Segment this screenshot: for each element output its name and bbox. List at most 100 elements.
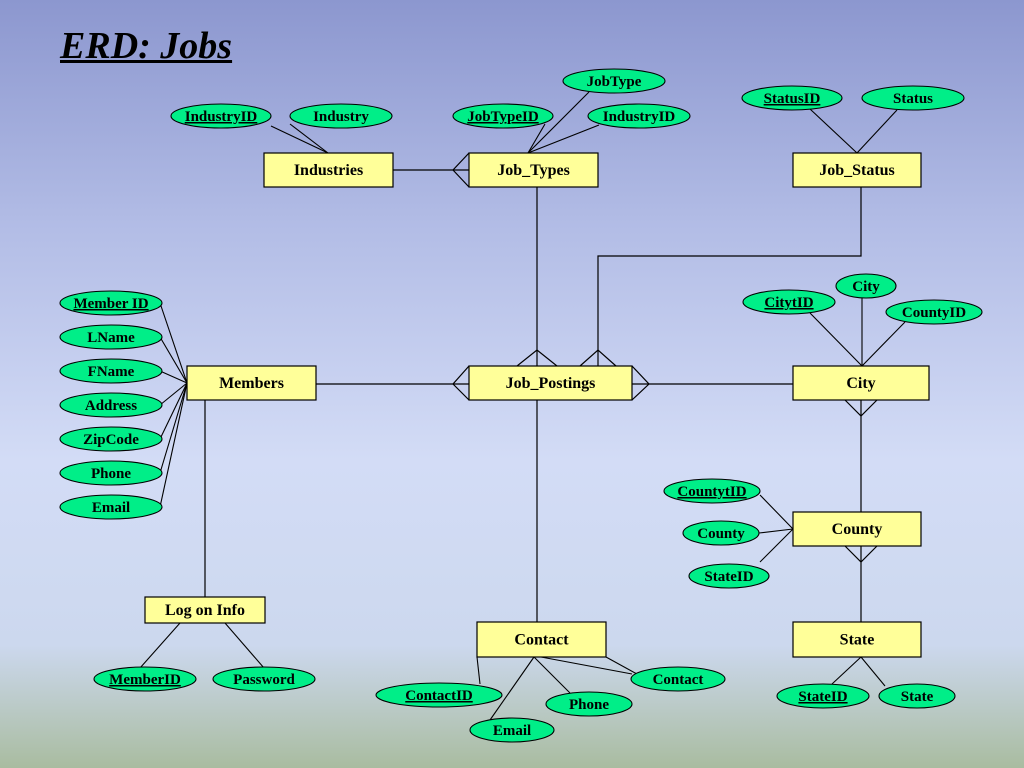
attribute-connector [527,91,590,154]
attribute-log-on-info-memberid: MemberID [93,666,197,692]
entity-label: Contact [514,632,569,649]
attribute-job-status-statusid: StatusID [741,85,843,111]
attribute-industries-industry: Industry [289,103,393,129]
attribute-label: CountyID [902,305,966,321]
attribute-ellipse [688,563,770,589]
attribute-ellipse [469,717,555,743]
attribute-members-phone: Phone [59,460,163,486]
attribute-ellipse [663,478,761,504]
entity-job-types: Job_Types [468,152,599,188]
attribute-job-types-jobtypeid: JobTypeID [452,103,554,129]
attribute-connector [856,109,898,154]
entity-job-status: Job_Status [792,152,922,188]
attribute-label: FName [88,364,135,380]
attribute-contact-email: Email [469,717,555,743]
attribute-connector [159,302,188,384]
attribute-state-state: State [878,683,956,709]
crows-foot-marker [844,545,878,563]
entity-box [792,365,930,401]
attribute-ellipse [170,103,272,129]
attribute-ellipse [59,460,163,486]
attribute-ellipse [212,666,316,692]
diagram-title: ERD: Jobs [60,25,233,67]
entity-label: State [840,632,875,649]
attribute-ellipse [861,85,965,111]
attribute-connector [489,656,535,721]
entity-label: County [832,521,883,538]
attribute-members-memberid: Member ID [59,290,163,316]
crows-foot-marker [516,349,558,367]
attribute-ellipse [375,682,503,708]
entity-box [186,365,317,401]
attribute-ellipse [562,68,666,94]
attribute-label: LName [87,330,135,346]
attribute-label: Phone [569,697,609,713]
entity-box [468,152,599,188]
attribute-ellipse [587,103,691,129]
attribute-ellipse [59,290,163,316]
attribute-ellipse [59,494,163,520]
attribute-label: Email [92,500,130,516]
primary-key-label: StatusID [764,91,821,107]
attribute-ellipse [630,666,726,692]
primary-key-label: ContactID [405,688,473,704]
primary-key-label: MemberID [109,672,181,688]
relationship-line [597,187,862,366]
entity-label: Job_Postings [506,375,596,392]
entity-label: Job_Types [497,162,570,179]
attribute-connector [759,528,794,563]
entity-label: City [846,375,875,392]
crows-foot-marker [579,349,617,367]
entity-label: Log on Info [165,602,245,619]
attribute-connector [159,382,188,508]
attribute-connector [759,494,794,530]
attribute-city-countyid: CountyID [885,299,983,325]
attribute-ellipse [59,426,163,452]
entity-box [792,152,922,188]
attribute-connector [533,656,571,694]
attribute-ellipse [289,103,393,129]
attribute-label: Phone [91,466,131,482]
attribute-connector [159,382,188,406]
entity-members: Members [186,365,317,401]
entity-box [792,511,922,547]
entity-log-on-info: Log on Info [144,596,266,624]
attribute-connector [605,656,638,675]
primary-key-label: CitytID [764,295,813,311]
attribute-county-countyid: CountytID [663,478,761,504]
attribute-members-address: Address [59,392,163,418]
attribute-ellipse [452,103,554,129]
attribute-label: Contact [653,672,704,688]
crows-foot-marker [452,365,470,401]
attribute-members-zipcode: ZipCode [59,426,163,452]
entity-job-postings: Job_Postings [468,365,633,401]
attribute-county-stateid: StateID [688,563,770,589]
entity-box [144,596,266,624]
attribute-connector [270,125,329,154]
attribute-connector [758,528,794,534]
attribute-ellipse [885,299,983,325]
primary-key-label: Member ID [73,296,148,312]
attribute-members-email: Email [59,494,163,520]
attribute-ellipse [741,85,843,111]
attribute-label: JobType [587,74,642,90]
attribute-label: City [852,279,880,295]
attribute-industries-industryid: IndustryID [170,103,272,129]
attribute-connector [861,321,906,367]
entity-state: State [792,621,922,658]
attribute-connector [809,312,863,367]
attribute-contact-phone: Phone [545,691,633,717]
entity-city: City [792,365,930,401]
attribute-label: County [697,526,745,542]
attribute-job-types-jobtype: JobType [562,68,666,94]
entity-label: Job_Status [819,162,895,179]
entity-industries: Industries [263,152,394,188]
attribute-job-status-status: Status [861,85,965,111]
entity-box [792,621,922,658]
attribute-job-types-industryid: IndustryID [587,103,691,129]
attribute-county-county: County [682,520,760,546]
primary-key-label: CountytID [677,484,746,500]
entity-label: Industries [294,162,363,179]
